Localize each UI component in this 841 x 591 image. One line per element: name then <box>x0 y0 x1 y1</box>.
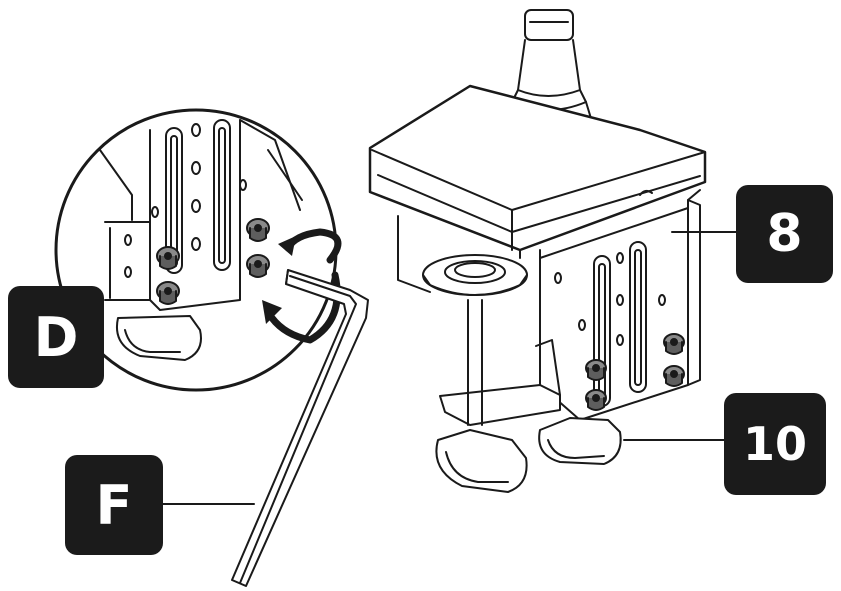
screw-icon <box>156 246 180 270</box>
callout-text: F <box>95 473 133 537</box>
callout-label-d: D <box>8 286 104 388</box>
callout-label-10: 10 <box>724 393 826 495</box>
screw-icon <box>663 365 685 387</box>
desk-clamp-assembly <box>368 9 707 493</box>
callout-label-8: 8 <box>736 185 833 283</box>
callout-text: 8 <box>766 204 803 264</box>
callout-text: 10 <box>742 417 807 471</box>
hex-key-icon <box>231 269 369 587</box>
detail-view <box>54 108 342 392</box>
callout-label-f: F <box>65 455 163 555</box>
screw-icon <box>156 281 180 305</box>
callout-text: D <box>33 305 79 369</box>
screw-icon <box>663 333 685 355</box>
screw-icon <box>246 218 270 242</box>
screw-icon <box>585 389 607 411</box>
leader-lines <box>162 231 737 505</box>
screw-icon <box>246 254 270 278</box>
screw-icon <box>585 359 607 381</box>
